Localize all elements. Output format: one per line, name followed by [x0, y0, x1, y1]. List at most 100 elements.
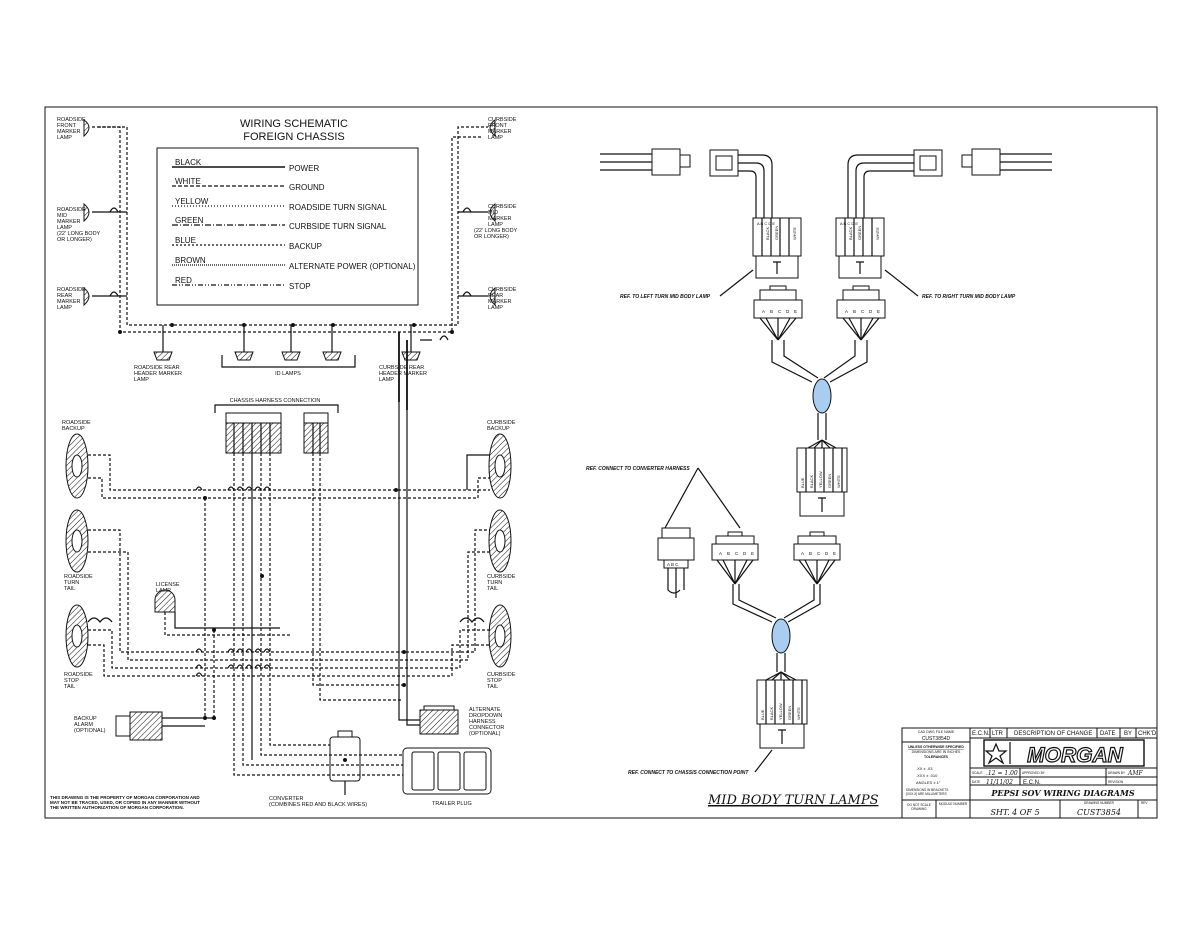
description-col: DESCRIPTION OF CHANGE: [1014, 731, 1092, 737]
svg-text:A: A: [845, 309, 848, 314]
ecn-label: E.C.N.: [1023, 780, 1041, 786]
legend-color: WHITE: [175, 177, 201, 186]
legend-function: ALTERNATE POWER (OPTIONAL): [289, 262, 416, 271]
legend-color: RED: [175, 276, 192, 285]
svg-text:E: E: [751, 551, 754, 556]
legend-function: STOP: [289, 282, 311, 291]
svg-text:A B C: A B C: [667, 562, 679, 567]
trailer-plug-label: TRAILER PLUG: [432, 801, 472, 807]
brand-name: MORGAN: [1027, 744, 1123, 767]
svg-text:A B C D E: A B C D E: [840, 221, 858, 226]
wire-label: BLACK: [809, 475, 814, 488]
roadside-backup-lamp: [65, 433, 89, 499]
center-connector: BLUE BLACK YELLOW GREEN WHITE: [796, 439, 848, 517]
svg-text:THIS DRAWING IS THE PROPERTY O: THIS DRAWING IS THE PROPERTY OF MORGAN C…: [50, 795, 200, 810]
curbside-turn-tail-lamp: [488, 509, 512, 573]
splice-bottom-highlight: [771, 618, 791, 654]
legend-color: GREEN: [175, 216, 204, 225]
legend-row-white: WHITE GROUND: [172, 177, 325, 192]
svg-text:B: B: [809, 551, 812, 556]
legend-row-green: GREEN CURBSIDE TURN SIGNAL: [172, 216, 387, 231]
chkd-col: CHK'D: [1138, 731, 1157, 737]
wire-label: GREEN: [787, 706, 792, 720]
tol-xxx: .XXX ± .010: [916, 773, 938, 778]
legend-box: [156, 147, 419, 306]
id-lamps-label: ID LAMPS: [275, 371, 301, 377]
left-pigtail-socket: [709, 149, 739, 177]
curbside-backup-lamp: [488, 433, 512, 499]
by-col: BY: [1124, 731, 1132, 737]
roadside-mid-marker-lamp: [83, 202, 90, 223]
svg-text:D: D: [825, 551, 829, 556]
svg-text:E: E: [833, 551, 836, 556]
trailer-plug: [402, 747, 492, 795]
svg-text:B: B: [853, 309, 856, 314]
ref-right-turn: REF. TO RIGHT TURN MID BODY LAMP: [922, 294, 1016, 300]
mid-body-title: MID BODY TURN LAMPS: [707, 793, 879, 808]
wire-label: BLACK: [765, 227, 770, 240]
legend-color: BLUE: [175, 236, 196, 245]
drawing-number: CUST3854: [1077, 808, 1121, 817]
svg-text:DRAWING NUMBER: DRAWING NUMBER: [1084, 801, 1115, 805]
title-block: CAD DWG FILE NAME CUST3854D UNLESS OTHER…: [901, 727, 1158, 819]
roadside-front-marker-lamp: [83, 119, 90, 138]
svg-text:REV: REV: [1141, 801, 1148, 805]
schematic-title-2: FOREIGN CHASSIS: [243, 131, 344, 143]
id-lamp-3: [322, 351, 342, 361]
ref-chassis-connection: REF. CONNECT TO CHASSIS CONNECTION POINT: [628, 770, 749, 776]
svg-text:C: C: [861, 309, 865, 314]
wire-label: YELLOW: [778, 703, 783, 720]
svg-text:DATE: DATE: [972, 780, 980, 784]
module-label: MODULE NUMBER: [939, 802, 968, 806]
svg-text:A B C D E: A B C D E: [757, 221, 775, 226]
id-lamp-1: [234, 351, 254, 361]
sheet-border: [44, 106, 1158, 819]
legend-function: CURBSIDE TURN SIGNAL: [289, 222, 387, 231]
alternate-dropdown-connector: [419, 705, 459, 735]
roadside-turn-tail-lamp: [65, 509, 89, 573]
svg-text:D: D: [786, 309, 790, 314]
date-col: DATE: [1100, 731, 1116, 737]
wire-label: YELLOW: [818, 471, 823, 488]
chassis-harness-connector: [225, 412, 329, 454]
curbside-mid-marker-lamp: [489, 202, 496, 223]
date-value: 11/11/02: [986, 779, 1013, 786]
legend-function: ROADSIDE TURN SIGNAL: [289, 203, 387, 212]
wiring-schematic: WIRING SCHEMATIC FOREIGN CHASSIS BLACK P…: [50, 117, 518, 810]
svg-text:DIMENSIONS IN BRACKETS[XXX.X]: DIMENSIONS IN BRACKETS[XXX.X] ARE MILLIM…: [906, 788, 948, 796]
wire-label: WHITE: [875, 227, 880, 240]
cad-label: CAD DWG FILE NAME: [918, 730, 955, 734]
svg-text:APPROVED BY: APPROVED BY: [1022, 771, 1046, 775]
svg-text:C: C: [778, 309, 782, 314]
chassis-harness-label: CHASSIS HARNESS CONNECTION: [230, 398, 321, 404]
roadside-header-lamp: [153, 351, 173, 361]
roadside-stop-tail-lamp: [65, 604, 89, 668]
chassis-connector: BLUE BLACK YELLOW GREEN WHITE: [756, 671, 808, 749]
schematic-title-1: WIRING SCHEMATIC: [240, 118, 348, 130]
morgan-logo: MORGAN: [983, 739, 1145, 768]
svg-text:SCALE: SCALE: [972, 771, 982, 775]
legend-row-black: BLACK POWER: [172, 158, 319, 173]
converter-harness-plug: A B C: [657, 527, 695, 598]
svg-text:B: B: [727, 551, 730, 556]
drawn-value: AMF: [1127, 770, 1143, 777]
curbside-front-marker-lamp: [489, 119, 496, 138]
curbside-stop-tail-lamp: [488, 604, 512, 668]
sheet-number: SHT. 4 OF 5: [990, 808, 1039, 817]
id-lamp-2: [281, 351, 301, 361]
svg-text:B: B: [770, 309, 773, 314]
